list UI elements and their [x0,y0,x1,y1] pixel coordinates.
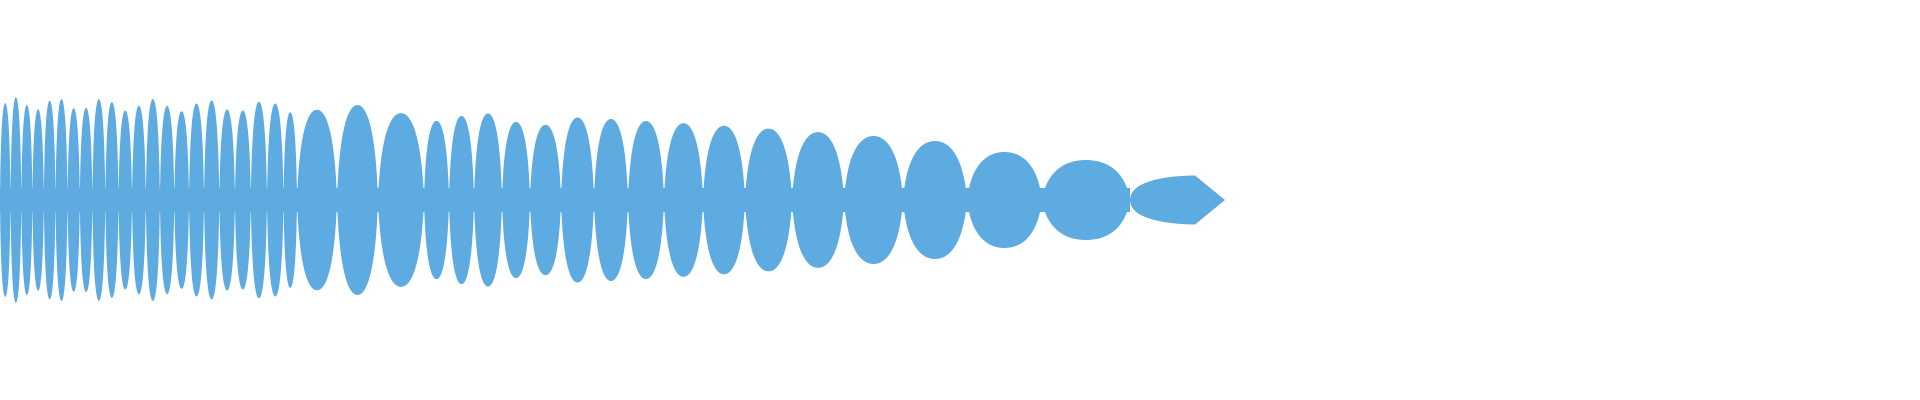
waveform-center-band [0,188,1130,212]
waveform-lobe [1130,175,1225,225]
